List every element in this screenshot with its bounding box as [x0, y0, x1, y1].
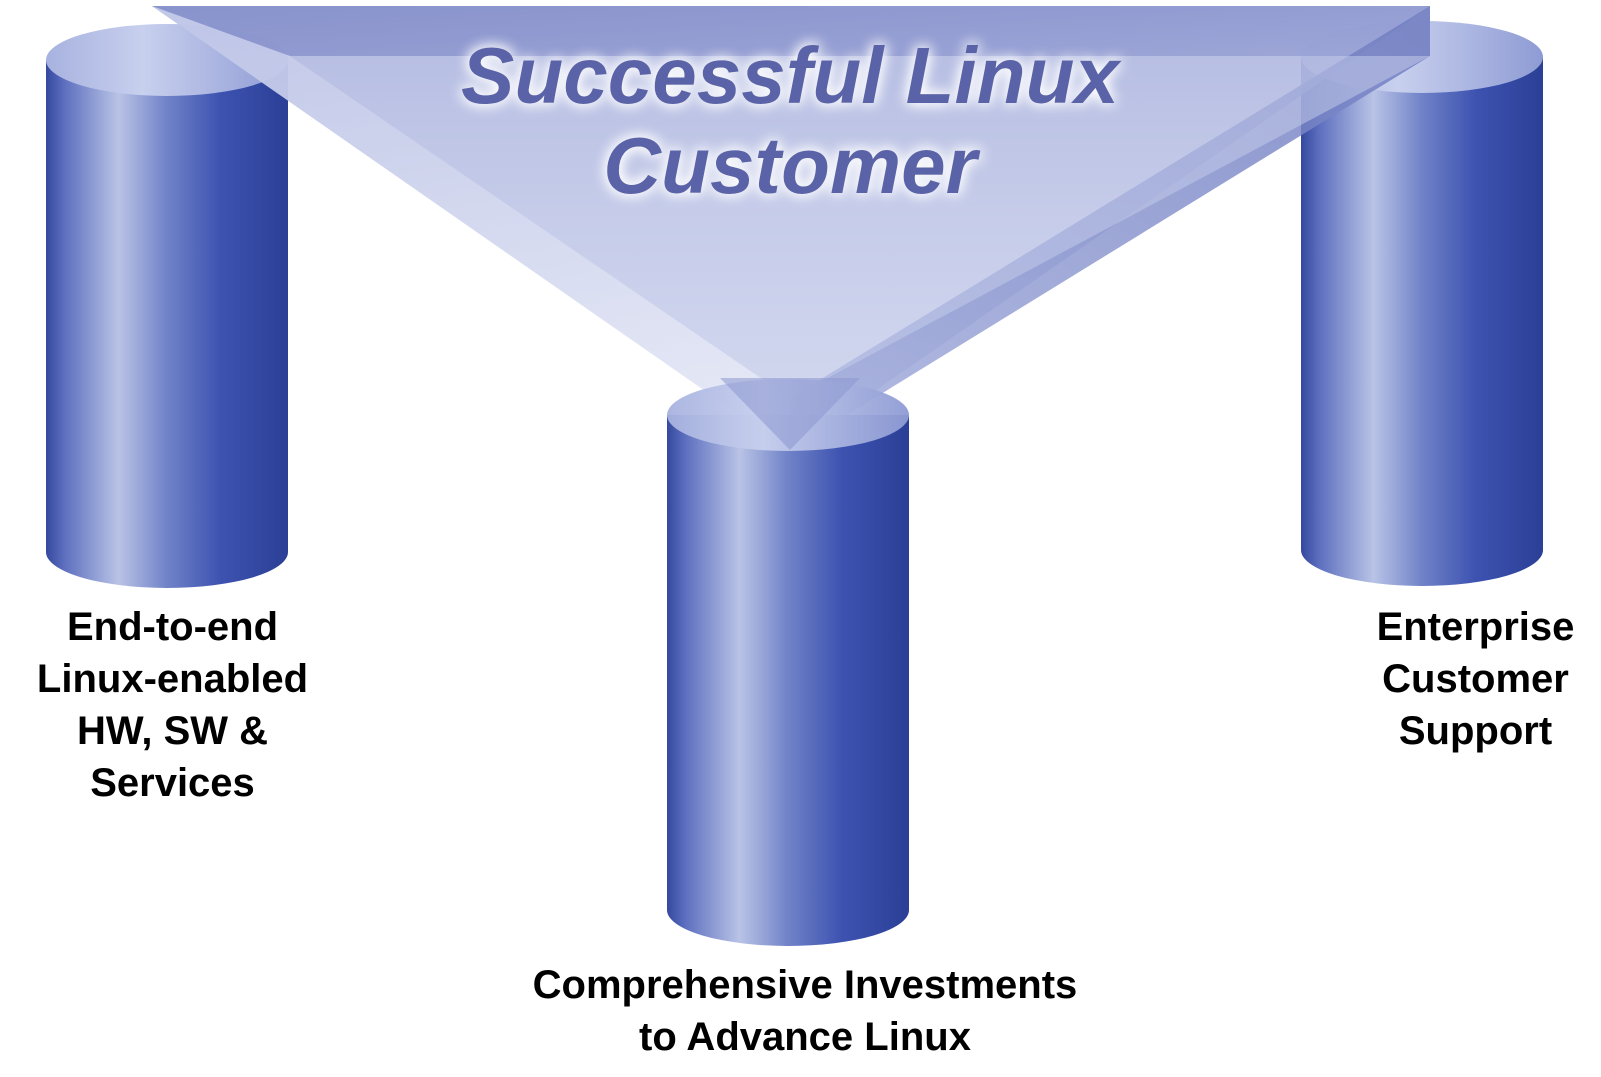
right-pillar-label: Enterprise Customer Support [1376, 605, 1575, 753]
title-line-1: Successful Linux [461, 31, 1122, 120]
title: Successful Linux Customer [461, 31, 1122, 210]
triangle-platform [152, 6, 1430, 450]
left-pillar [46, 24, 288, 588]
center-pillar [667, 378, 909, 946]
left-pillar-label: End-to-end Linux-enabled HW, SW & Servic… [36, 605, 309, 805]
title-line-2: Customer [603, 121, 980, 210]
center-pillar-label: Comprehensive Investments to Advance Lin… [532, 963, 1078, 1059]
